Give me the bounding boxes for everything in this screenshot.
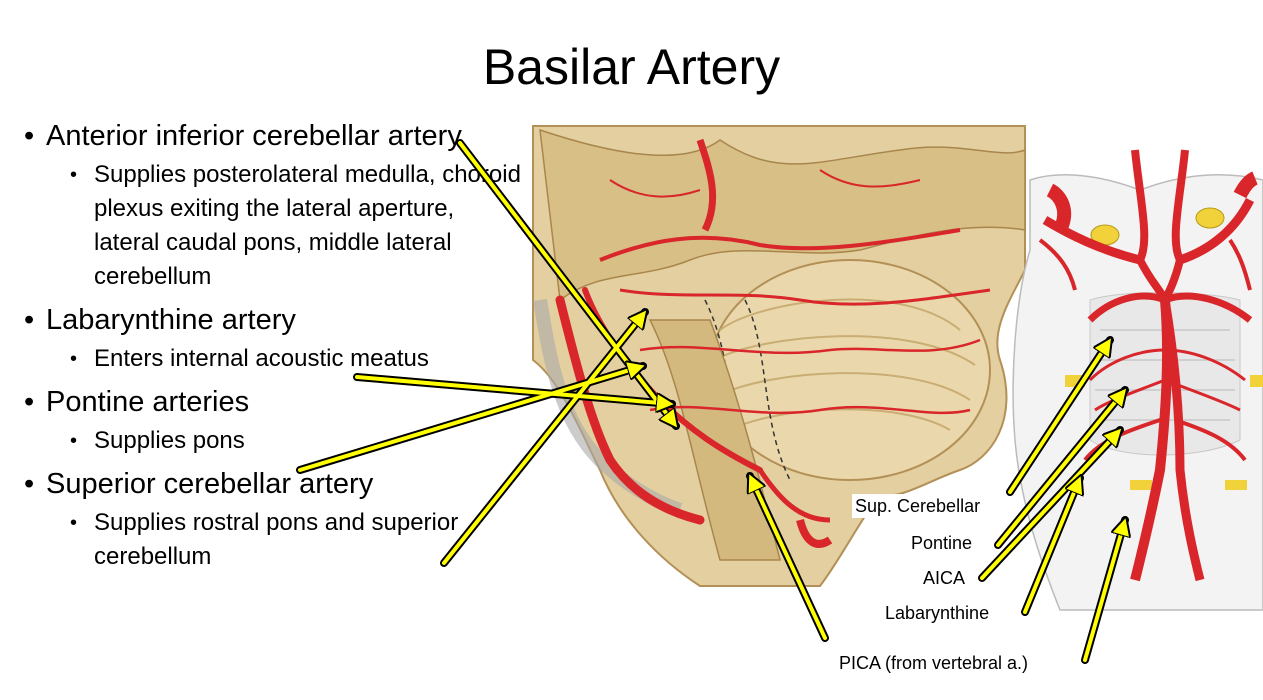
figure-labels: Sup. Cerebellar Pontine AICA Labarynthin…: [836, 494, 1068, 675]
arrow-aica-right: [980, 430, 1120, 580]
arrow-pica-right: [1083, 520, 1125, 662]
bullet-pontine: Pontine arteries: [24, 382, 524, 422]
arrow-pica-left: [750, 476, 827, 640]
arrow-labarynthine-right: [1023, 478, 1080, 614]
label-pica: PICA (from vertebral a.): [839, 653, 1028, 673]
arrow-pontine-right: [996, 390, 1125, 547]
arrow-labarynthine-left: [355, 375, 672, 404]
bullet-superior-cerebellar-sub: Supplies rostral pons and superior cereb…: [24, 506, 524, 574]
bullet-labarynthine-sub: Enters internal acoustic meatus: [24, 342, 524, 376]
label-labarynthine: Labarynthine: [885, 603, 989, 623]
bullet-pontine-sub: Supplies pons: [24, 424, 524, 458]
pointer-arrows: [296, 139, 1125, 664]
label-aica: AICA: [923, 568, 965, 588]
bullet-labarynthine: Labarynthine artery: [24, 300, 524, 340]
arrow-sup-cerebellar-right: [1008, 340, 1110, 494]
bullet-aica: Anterior inferior cerebellar artery: [24, 116, 524, 156]
bullet-superior-cerebellar: Superior cerebellar artery: [24, 464, 524, 504]
arrow-superior-cerebellar-left: [442, 312, 645, 565]
label-sup-cerebellar: Sup. Cerebellar: [855, 496, 980, 516]
bullet-list: Anterior inferior cerebellar artery Supp…: [24, 116, 524, 574]
bullet-aica-sub: Supplies posterolateral medulla, choroid…: [24, 158, 524, 294]
label-pontine: Pontine: [911, 533, 972, 553]
slide-title: Basilar Artery: [482, 39, 781, 95]
